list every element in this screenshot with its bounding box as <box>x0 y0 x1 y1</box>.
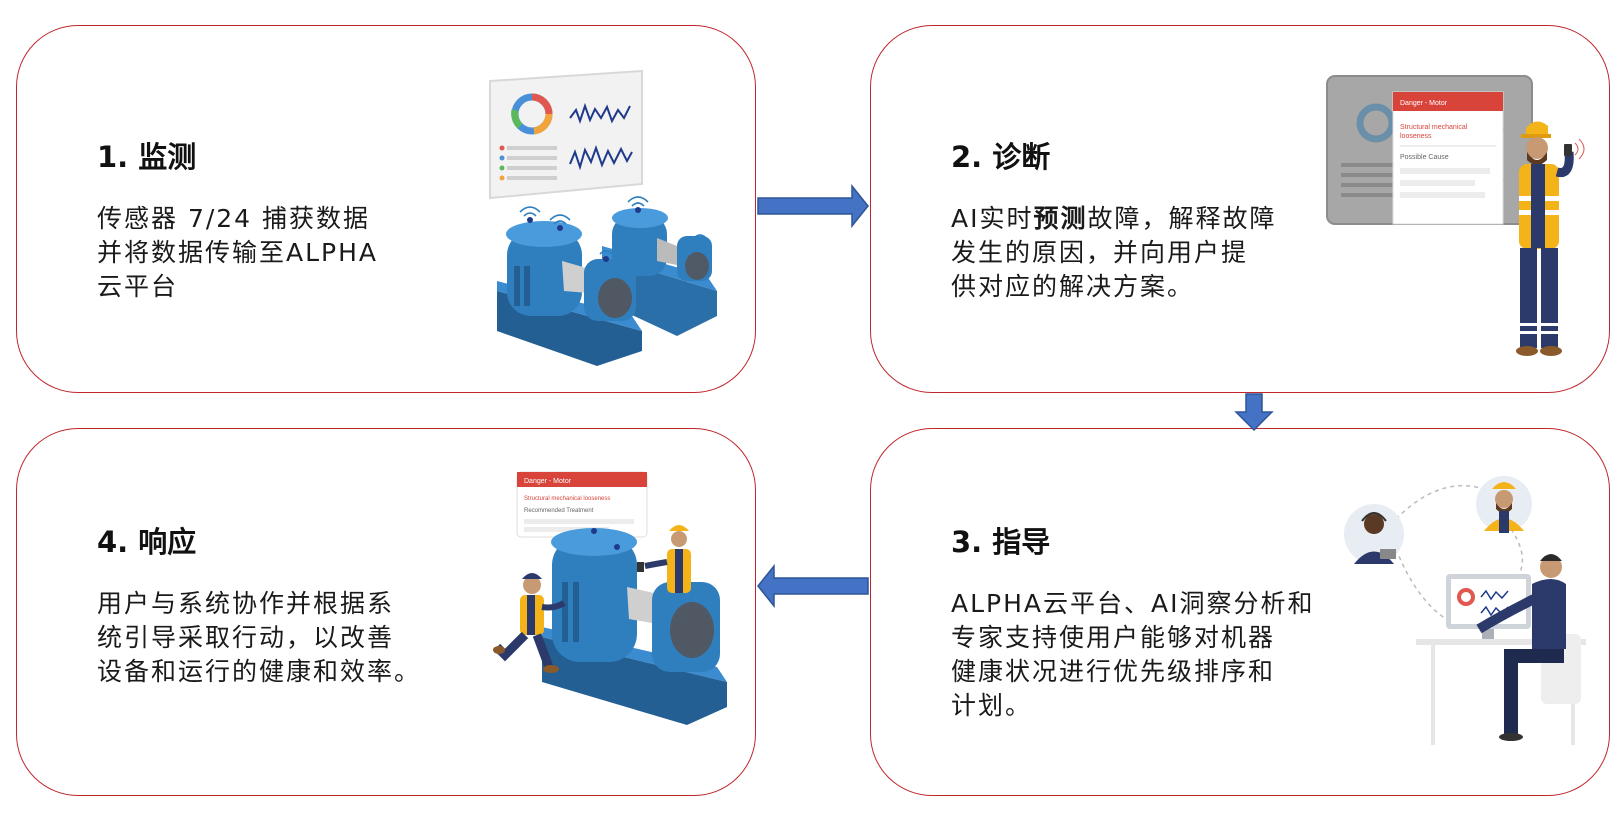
desc-line: 传感器 7/24 捕获数据 <box>97 204 371 233</box>
desc-line: 发生的原因，并向用户提 <box>951 238 1249 267</box>
worker-icon <box>493 573 566 673</box>
arrow-down-icon <box>1234 393 1274 432</box>
diagnosis-illustration: Danger - Motor Structural mechanical loo… <box>1326 75 1585 356</box>
worker-icon <box>637 525 691 593</box>
alert-cause-label: Possible Cause <box>1400 154 1449 161</box>
treatment-label: Recommended Treatment <box>524 508 594 514</box>
alert-header: Danger - Motor <box>1400 100 1448 107</box>
alert-card: Danger - Motor Structural mechanical loo… <box>1392 91 1504 225</box>
alert-issue: Structural mechanical looseness <box>524 496 610 502</box>
desc-line: 专家支持使用户能够对机器 <box>951 623 1276 652</box>
desc-line: ALPHA云平台、AI洞察分析和 <box>951 589 1315 618</box>
desc-text: 故障，解释故障 <box>1087 204 1277 233</box>
desc-line: 云平台 <box>97 272 179 301</box>
step-description: 用户与系统协作并根据系 统引导采取行动，以改善 设备和运行的健康和效率。 <box>97 587 421 689</box>
wireless-signal-icon <box>519 196 707 255</box>
alert-issue: Structural mechanical <box>1400 124 1468 131</box>
analyst-icon <box>1476 554 1581 741</box>
step-description: ALPHA云平台、AI洞察分析和 专家支持使用户能够对机器 健康状况进行优先级排… <box>951 587 1314 723</box>
arrow-right-icon <box>757 184 869 228</box>
step-card-respond: 4. 响应 用户与系统协作并根据系 统引导采取行动，以改善 设备和运行的健康和效… <box>16 428 756 796</box>
step-card-diagnose: 2. 诊断 AI实时预测故障，解释故障 发生的原因，并向用户提 供对应的解决方案… <box>870 25 1610 393</box>
desc-emphasis: 预测 <box>1033 204 1088 233</box>
alert-issue: looseness <box>1400 133 1432 140</box>
step-title: 4. 响应 <box>97 525 197 559</box>
guidance-illustration <box>1344 476 1586 745</box>
worker-avatar-icon <box>1476 476 1532 533</box>
step-title: 3. 指导 <box>951 525 1051 559</box>
desc-line: 设备和运行的健康和效率。 <box>97 657 422 686</box>
step-description: 传感器 7/24 捕获数据 并将数据传输至ALPHA 云平台 <box>97 202 378 304</box>
desc-line: 供对应的解决方案。 <box>951 272 1195 301</box>
motor-machine-icon <box>542 528 727 725</box>
desc-line: 统引导采取行动，以改善 <box>97 623 395 652</box>
desc-line: 计划。 <box>951 691 1033 720</box>
step-description: AI实时预测故障，解释故障 发生的原因，并向用户提 供对应的解决方案。 <box>951 202 1277 304</box>
motor-machine-icon <box>497 221 642 366</box>
dashboard-panel-icon <box>489 69 643 200</box>
expert-avatar-icon <box>1344 504 1404 564</box>
response-illustration: Danger - Motor Structural mechanical loo… <box>493 471 727 725</box>
desc-line: AI实时预测故障，解释故障 <box>951 202 1277 236</box>
treatment-card: Danger - Motor Structural mechanical loo… <box>516 471 648 538</box>
step-card-guide: 3. 指导 ALPHA云平台、AI洞察分析和 专家支持使用户能够对机器 健康状况… <box>870 428 1610 796</box>
desc-line: 用户与系统协作并根据系 <box>97 589 395 618</box>
step-card-monitor: 1. 监测 传感器 7/24 捕获数据 并将数据传输至ALPHA 云平台 <box>16 25 756 393</box>
alert-header: Danger - Motor <box>524 478 572 485</box>
worker-icon <box>1516 121 1585 356</box>
arrow-left-icon <box>757 564 869 608</box>
desc-line: 并将数据传输至ALPHA <box>97 238 379 267</box>
desc-text: AI实时 <box>951 204 1034 233</box>
step-title: 1. 监测 <box>97 140 197 174</box>
step-title: 2. 诊断 <box>951 140 1051 174</box>
desc-line: 健康状况进行优先级排序和 <box>951 657 1276 686</box>
monitoring-machines-illustration <box>489 69 717 366</box>
